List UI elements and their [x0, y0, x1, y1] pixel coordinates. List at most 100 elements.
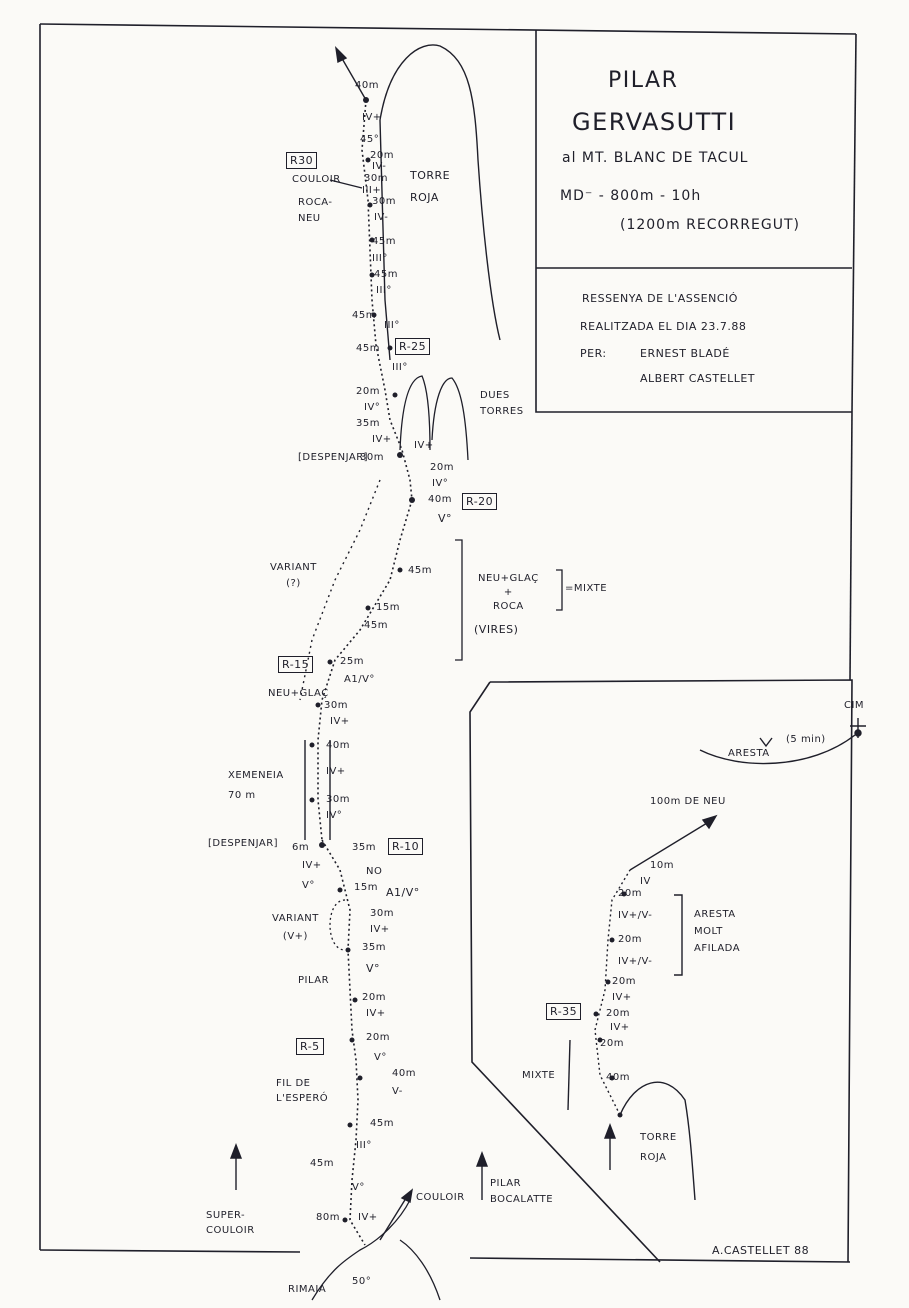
relay-r35: R-35 — [546, 1003, 582, 1020]
couloir-label: COULOIR — [292, 174, 341, 185]
signature: A.CASTELLET 88 — [712, 1244, 810, 1257]
pitch-label: 30m — [360, 452, 384, 463]
inset-pitch-label: 20m — [618, 934, 642, 945]
pitch-label: 40m — [355, 80, 379, 91]
inset-pitch-label: IV+/V- — [618, 956, 653, 967]
neu-100-label: 100m DE NEU — [650, 796, 726, 807]
pitch-label: IV+ — [414, 440, 434, 451]
pitch-label: IV° — [432, 478, 449, 489]
pitch-label: 20m — [362, 992, 386, 1003]
mixte-eq-label: =MIXTE — [565, 583, 608, 594]
pitch-label: 45m — [352, 310, 376, 321]
inset-pitch-label: IV+/V- — [618, 910, 653, 921]
pitch-label: 35m — [356, 418, 380, 429]
pitch-label: A1/V° — [386, 886, 420, 899]
pitch-label: V° — [352, 1182, 365, 1193]
pitch-label: 30m — [364, 173, 388, 184]
pitch-label: 45° — [360, 134, 380, 145]
pitch-label: 30m — [326, 794, 350, 805]
credits-name2: ALBERT CASTELLET — [640, 372, 755, 385]
rimaia-lines — [311, 1199, 441, 1301]
inset-pitch-label: IV — [640, 876, 651, 887]
inset-pitch-label: 20m — [600, 1038, 624, 1049]
pitch-label: 40m — [428, 494, 452, 505]
pitch-label: III° — [384, 320, 400, 331]
inset-belay-points — [593, 891, 627, 1118]
pitch-label: IV+ — [362, 112, 382, 123]
pitch-label: 15m — [376, 602, 400, 613]
pitch-label: V° — [302, 880, 315, 891]
pitch-label: 45m — [370, 1118, 394, 1129]
pitch-label: IV+ — [330, 716, 350, 727]
inset-pitch-label: IV+ — [612, 992, 632, 1003]
pitch-label: IV- — [372, 161, 387, 172]
dues-torres-outline — [399, 375, 469, 461]
despenjar-top-label: [DESPENJAR] — [298, 452, 369, 463]
pitch-label: 45m — [310, 1158, 334, 1169]
inset-mixte-label: MIXTE — [522, 1070, 556, 1081]
pitch-label: 20m — [430, 462, 454, 473]
xemeneia-label: XEMENEIA 70 m — [228, 770, 284, 801]
relay-r10: R-10 — [388, 838, 424, 855]
inset-pitch-label: 10m — [650, 860, 674, 871]
pilar-label: PILAR — [298, 975, 330, 986]
credits-per: PER: — [580, 347, 607, 360]
pitch-label: 20m — [366, 1032, 390, 1043]
relay-r20: R-20 — [462, 493, 498, 510]
inset-pitch-label: 20m — [618, 888, 642, 899]
pitch-label: V- — [392, 1086, 403, 1097]
xemeneia-walls — [304, 740, 331, 840]
pitch-label: IV+ — [358, 1212, 378, 1223]
pitch-label: 80m — [316, 1212, 340, 1223]
inset-pitch-label: 20m — [612, 976, 636, 987]
pitch-label: V° — [438, 512, 453, 525]
variant-q-label: VARIANT (?) — [270, 562, 317, 589]
relay-r25: R-25 — [395, 338, 431, 355]
pitch-label: 35m — [352, 842, 376, 853]
pitch-label: 30m — [372, 196, 396, 207]
variant-route — [299, 479, 381, 701]
credits-name1: ERNEST BLADÉ — [640, 347, 730, 360]
pitch-label: 6m — [292, 842, 310, 853]
no-label: NO — [366, 866, 383, 877]
frame — [39, 23, 857, 1263]
title-gervasutti: GERVASUTTI — [572, 108, 737, 136]
pitch-label: IV+ — [372, 434, 392, 445]
pitch-label: 45m — [408, 565, 432, 576]
pitch-label: III° — [376, 285, 392, 296]
title-pilar: PILAR — [608, 68, 679, 93]
torre-roja-label: TORRE ROJA — [410, 169, 451, 204]
vires-label: (VIRES) — [474, 623, 519, 636]
pitch-label: 45m — [364, 620, 388, 631]
torre-roja-outline — [379, 44, 501, 361]
inset-aresta-label: ARESTA — [728, 748, 770, 759]
pitch-label: V° — [374, 1052, 387, 1063]
pitch-label: IV° — [364, 402, 381, 413]
relay-r5: R-5 — [296, 1038, 324, 1055]
pitch-label: 30m — [324, 700, 348, 711]
relay-r15: R-15 — [278, 656, 314, 673]
pitch-label: 20m — [356, 386, 380, 397]
variant-loop — [329, 899, 346, 951]
supercouloir-label: SUPER- COULOIR — [206, 1210, 255, 1236]
main-route — [317, 99, 413, 1246]
pitch-label: 30m — [370, 908, 394, 919]
relay-r30: R30 — [286, 152, 318, 169]
arrows — [229, 46, 489, 1241]
pitch-label: III+ — [362, 185, 382, 196]
fil-espero-label: FIL DE L'ESPERÓ — [276, 1078, 329, 1104]
pitch-label: III° — [356, 1140, 372, 1151]
pitch-label: IV+ — [326, 766, 346, 777]
distance: (1200m RECORREGUT) — [620, 217, 800, 233]
dues-torres-label: DUES TORRES — [480, 390, 524, 417]
credits-line1: RESSENYA DE L'ASSENCIÓ — [582, 292, 738, 305]
aresta-afilada-label: ARESTA MOLT AFILADA — [694, 909, 741, 954]
pitch-label: A1/V° — [344, 674, 375, 685]
neu-glac-label: NEU+GLAÇ — [268, 688, 329, 699]
pitch-label: 40m — [326, 740, 350, 751]
angle-50-label: 50° — [352, 1276, 372, 1287]
cim-label: CIM — [844, 700, 865, 711]
pitch-label: 20m — [370, 150, 394, 161]
pitch-label: 40m — [392, 1068, 416, 1079]
pitch-label: III° — [372, 253, 388, 264]
